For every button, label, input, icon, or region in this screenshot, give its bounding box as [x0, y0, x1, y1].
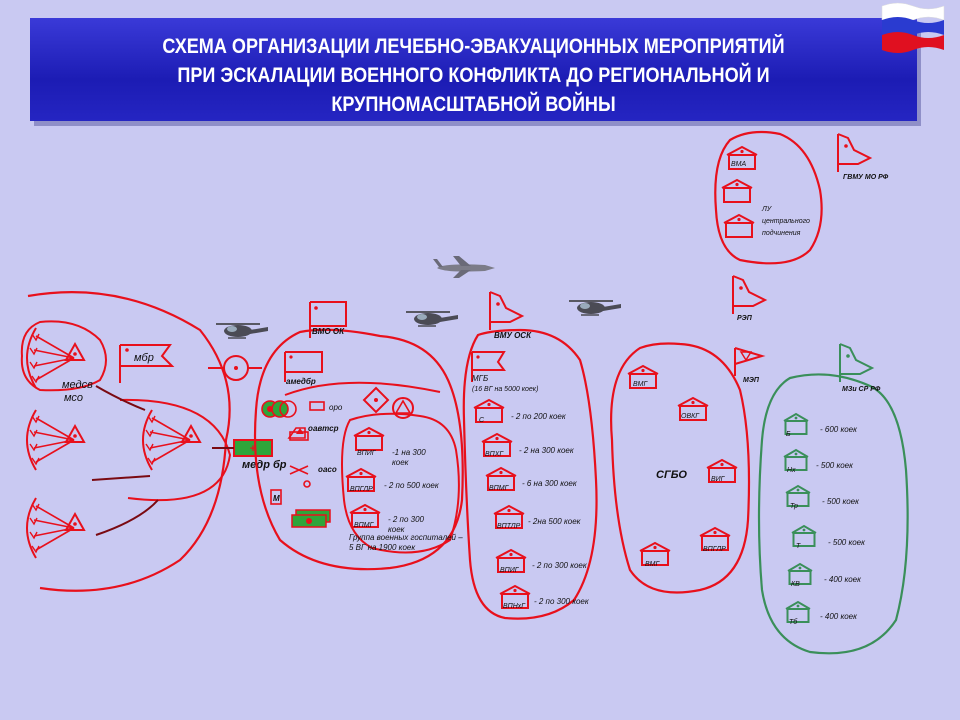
mbr-label: мбр: [134, 352, 154, 364]
civil-hosp-code: Б: [786, 431, 791, 438]
flag-russia-icon: [881, 2, 945, 53]
mgb-hosp-note: - 2 по 300 коек: [532, 561, 588, 570]
mgb-hosp-note: - 2 на 300 коек: [519, 446, 575, 455]
mgb-hosp-code: ВПТЛР: [497, 523, 521, 530]
vmo-ok-label: ВМО ОК: [312, 327, 345, 336]
civil-hosp-code: Тр: [790, 503, 798, 510]
svg-text:+: +: [250, 443, 256, 455]
sgbo-hosp-code: ВМГ: [633, 381, 649, 388]
oro-label: оро: [329, 403, 343, 412]
sgbo-hosp-code: ВМГ: [645, 561, 661, 568]
sgbo-label: СГБО: [656, 469, 687, 481]
civil-hosp-code: КВ: [791, 581, 800, 588]
mgb-hosp-code: ВПХГ: [485, 451, 504, 458]
civil-hosp-note: - 500 коек: [828, 538, 866, 547]
mgb-hosp-code: ВПМГ: [489, 485, 510, 492]
civil-hosp-note: - 400 коек: [824, 575, 862, 584]
mgb-count-label: (16 ВГ на 5000 коек): [472, 386, 538, 393]
group-hosp-note: - 2 по 300: [388, 515, 425, 524]
helicopter-icon: [215, 323, 269, 339]
mgb-hosp-code: С: [479, 417, 485, 424]
mgb-hosp-note: - 6 на 300 коек: [522, 479, 578, 488]
mgb-hosp-code: ВПИГ: [500, 567, 520, 574]
civil-hosp-code: Тб: [789, 618, 798, 626]
medical-brigade-icon: + медр бр: [212, 439, 287, 471]
mep-label: МЭП: [743, 377, 760, 384]
civil-hosp-code: Нх: [787, 467, 796, 474]
sgbo-hosp-code: ОВКГ: [681, 413, 700, 420]
group-hosp-note: коек: [388, 525, 406, 534]
medr-br-label: медр бр: [242, 459, 287, 471]
group-hosp-note: коек: [392, 458, 410, 467]
mgb-hosp-note: - 2на 500 коек: [528, 517, 582, 526]
mgb-hosp-note: - 2 по 200 коек: [511, 412, 567, 421]
oaso-label: оасо: [318, 465, 337, 474]
mgb-hosp-code: ВПНхГ: [503, 603, 526, 610]
group-caption: 5 ВГ на 1900 коек: [349, 543, 416, 552]
group-hosp-code: ВПИГ: [357, 450, 377, 457]
group-hosp-note: - 2 по 500 коек: [384, 481, 440, 490]
civil-hosp-note: - 600 коек: [820, 425, 858, 434]
lu-label: центрального: [762, 218, 810, 225]
helicopter-icon: [405, 311, 459, 327]
sgbo-hosp-code: ВПГЛР: [703, 546, 726, 553]
civil-hosp-note: - 400 коек: [820, 612, 858, 621]
rep-label: РЭП: [737, 315, 753, 322]
mzi-label: МЗи СР РФ: [842, 386, 881, 393]
title-banner: СХЕМА ОРГАНИЗАЦИИ ЛЕЧЕБНО-ЭВАКУАЦИОННЫХ …: [30, 18, 917, 121]
sgbo-zone: ВМГ ОВКГ ВИГ ВМГ ВПГЛР СГБО: [610, 342, 751, 594]
oavtsr-label: оавтср: [308, 424, 339, 433]
mso-label: мсо: [64, 392, 83, 404]
front-line-units: медсв мсо: [20, 291, 232, 592]
gvmu-label: ГВМУ МО РФ: [843, 174, 889, 181]
civil-hosp-note: - 500 коек: [816, 461, 854, 470]
mbr-flag-icon: мбр: [119, 344, 175, 383]
vmu-osk-label: ВМУ ОСК: [494, 331, 532, 340]
helicopter-icon: [568, 300, 622, 316]
sgbo-hosp-code: ВИГ: [711, 476, 726, 483]
central-hospitals: ВМА ЛУ центрального подчинения ГВМУ МО Р…: [714, 130, 889, 384]
m-label: М: [273, 494, 280, 503]
airplane-icon: [433, 256, 495, 278]
amedbr-label: амедбр: [286, 377, 316, 386]
group-hosp-code: ВПМГ: [354, 522, 375, 529]
civil-hosp-note: - 500 коек: [822, 497, 860, 506]
group-caption: Группа военных госпиталей –: [349, 533, 463, 542]
mgb-label: МГБ: [472, 374, 488, 383]
group-hosp-note: -1 на 300: [392, 448, 426, 457]
civil-hospitals: МЗи СР РФ Б - 600 коек Нх - 500 коек Тр …: [757, 343, 909, 655]
diagram-title: СХЕМА ОРГАНИЗАЦИИ ЛЕЧЕБНО-ЭВАКУАЦИОННЫХ …: [162, 35, 785, 116]
mgb-zone: ВМУ ОСК МГБ (16 ВГ на 5000 коек) С - 2 п…: [462, 291, 598, 620]
lu-label: подчинения: [762, 229, 801, 237]
lu-label: ЛУ: [761, 206, 773, 213]
vma-label: ВМА: [731, 161, 747, 168]
ambulance-icon: [291, 509, 331, 528]
civil-hosp-code: Т: [796, 543, 801, 550]
target-icon: [208, 355, 262, 381]
medsv-label: медсв: [62, 379, 93, 391]
mgb-hosp-note: - 2 по 300 коек: [534, 597, 590, 606]
group-hosp-code: ВПГЛР: [350, 486, 373, 493]
army-zone: ВМО ОК амедбр оро оавтср оасо М: [253, 301, 464, 571]
